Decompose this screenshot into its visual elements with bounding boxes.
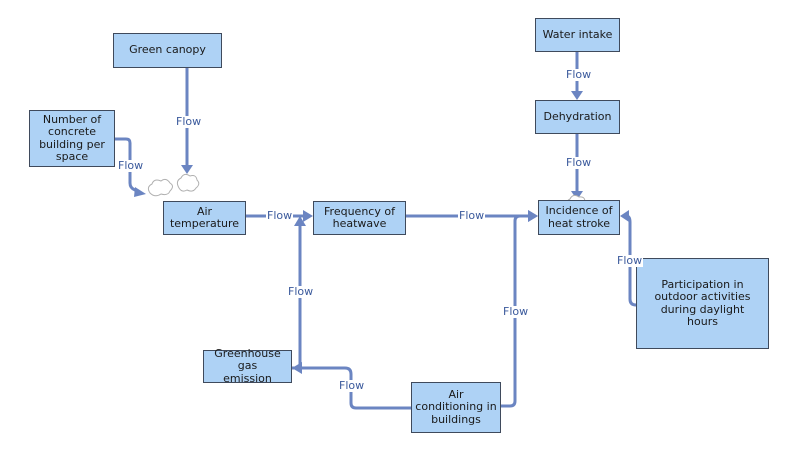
node-air-temperature[interactable]: Air temperature xyxy=(163,201,246,235)
flow-label: Flow xyxy=(565,156,593,169)
cloud-icon xyxy=(147,178,173,197)
arrowhead-greenhouse-to-heatwave xyxy=(294,216,306,226)
node-outdoor-participation[interactable]: Participation in outdoor activities duri… xyxy=(636,258,769,349)
node-dehydration[interactable]: Dehydration xyxy=(535,100,620,134)
flow-label: Flow xyxy=(287,285,315,298)
node-concrete-buildings[interactable]: Number of concrete building per space xyxy=(29,110,115,167)
arrowhead-airtemp-to-heatwave xyxy=(303,210,313,222)
flow-label: Flow xyxy=(266,209,294,222)
flow-label: Flow xyxy=(175,115,203,128)
flow-label: Flow xyxy=(565,68,593,81)
node-heat-stroke[interactable]: Incidence of heat stroke xyxy=(538,200,620,235)
arrowhead-outdoor-to-heatstroke xyxy=(620,210,629,222)
node-air-conditioning[interactable]: Air conditioning in buildings xyxy=(411,382,501,433)
arrowhead-canopy-to-airtemp xyxy=(181,165,193,174)
flow-label: Flow xyxy=(458,209,486,222)
cloud-icon xyxy=(176,173,200,192)
node-water-intake[interactable]: Water intake xyxy=(535,18,620,52)
node-green-canopy[interactable]: Green canopy xyxy=(113,33,222,68)
arrowhead-concrete-to-airtemp xyxy=(134,187,146,197)
node-frequency-heatwave[interactable]: Frequency of heatwave xyxy=(313,201,406,235)
arrowhead-water-to-dehydration xyxy=(571,91,583,100)
flow-label: Flow xyxy=(338,379,366,392)
flow-label: Flow xyxy=(117,159,145,172)
arrowhead-aircon-to-heatstroke xyxy=(528,210,538,222)
flow-label: Flow xyxy=(616,254,644,267)
flow-label: Flow xyxy=(502,305,530,318)
node-greenhouse-gas[interactable]: Greenhouse gas emission xyxy=(203,347,292,385)
edge-greenhouse-to-heatwave xyxy=(290,222,302,370)
